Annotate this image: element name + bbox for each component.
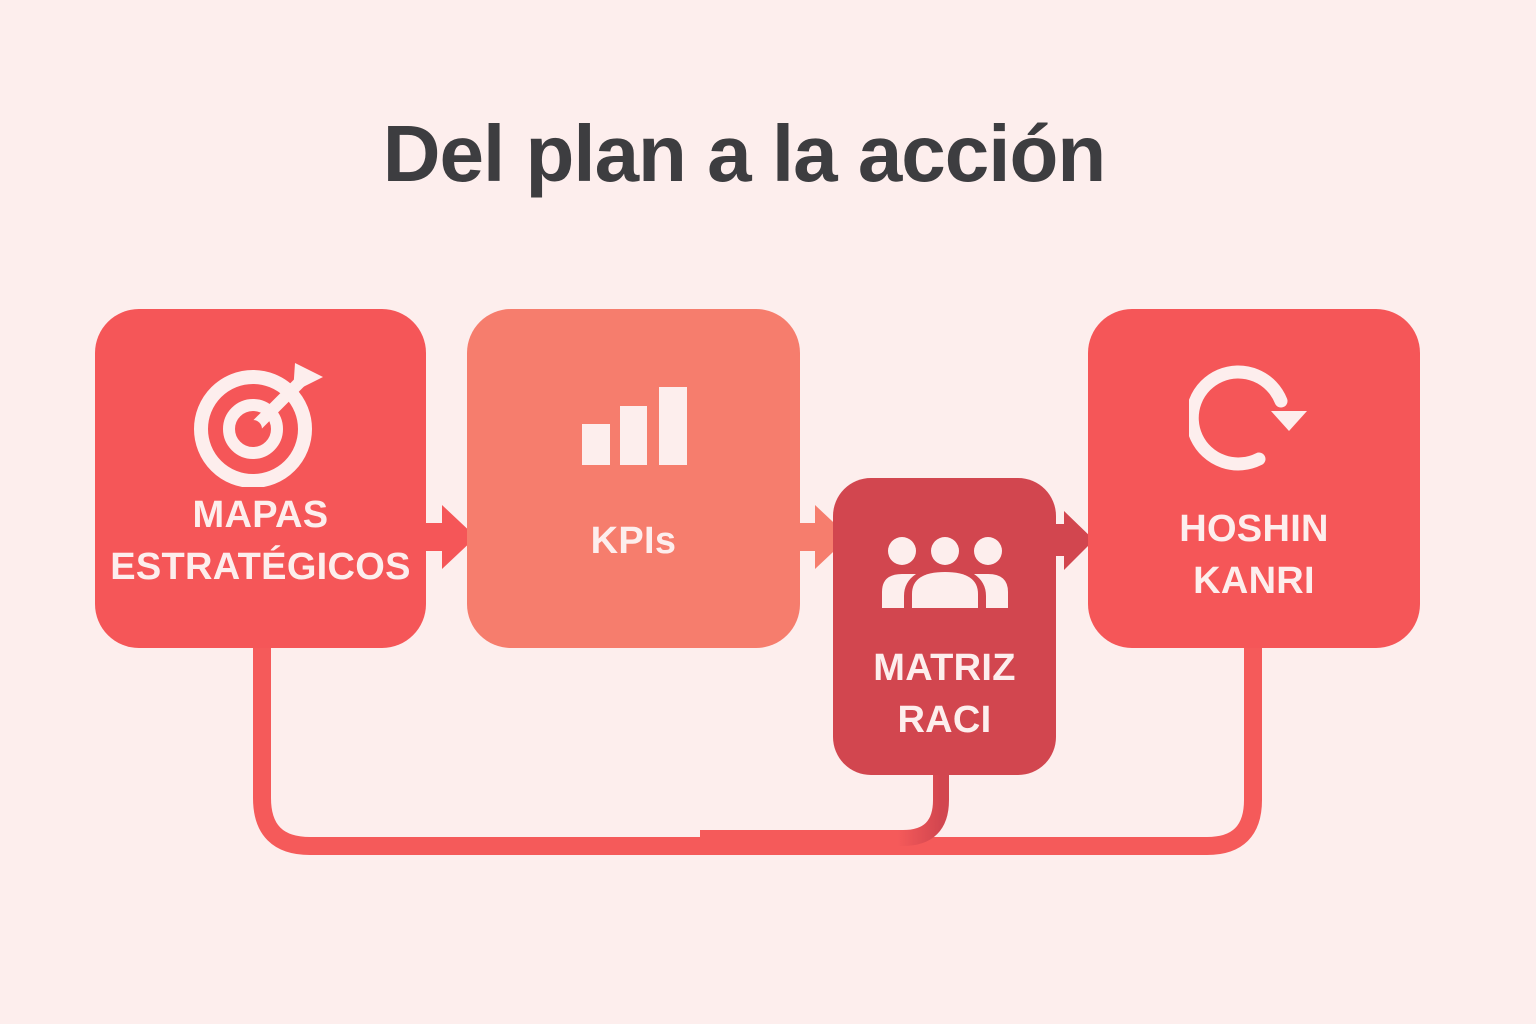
step-label: MAPAS ESTRATÉGICOS — [110, 494, 411, 588]
step-matriz-raci: MATRIZ RACI — [833, 478, 1056, 775]
cycle-arrow-icon — [1189, 365, 1307, 471]
bar-chart-icon — [581, 387, 687, 465]
step-kpis: KPIs — [467, 309, 800, 648]
step-label: KPIs — [590, 520, 677, 562]
arrow-kpis-raci — [795, 505, 849, 569]
arrow-mapas-kpis — [420, 505, 476, 569]
people-group-icon — [881, 537, 1008, 608]
step-label: MATRIZ RACI — [873, 647, 1016, 741]
step-hoshin-kanri: HOSHIN KANRI — [1088, 309, 1420, 648]
step-label: HOSHIN KANRI — [1179, 508, 1329, 602]
connector-raci-down — [700, 770, 949, 846]
step-mapas-estrategicos: MAPAS ESTRATÉGICOS — [95, 309, 426, 648]
arrow-raci-hoshin — [1050, 511, 1094, 570]
connector-hoshin-loop — [253, 640, 1262, 855]
page-title: Del plan a la acción — [382, 109, 1107, 198]
target-icon — [193, 363, 323, 487]
